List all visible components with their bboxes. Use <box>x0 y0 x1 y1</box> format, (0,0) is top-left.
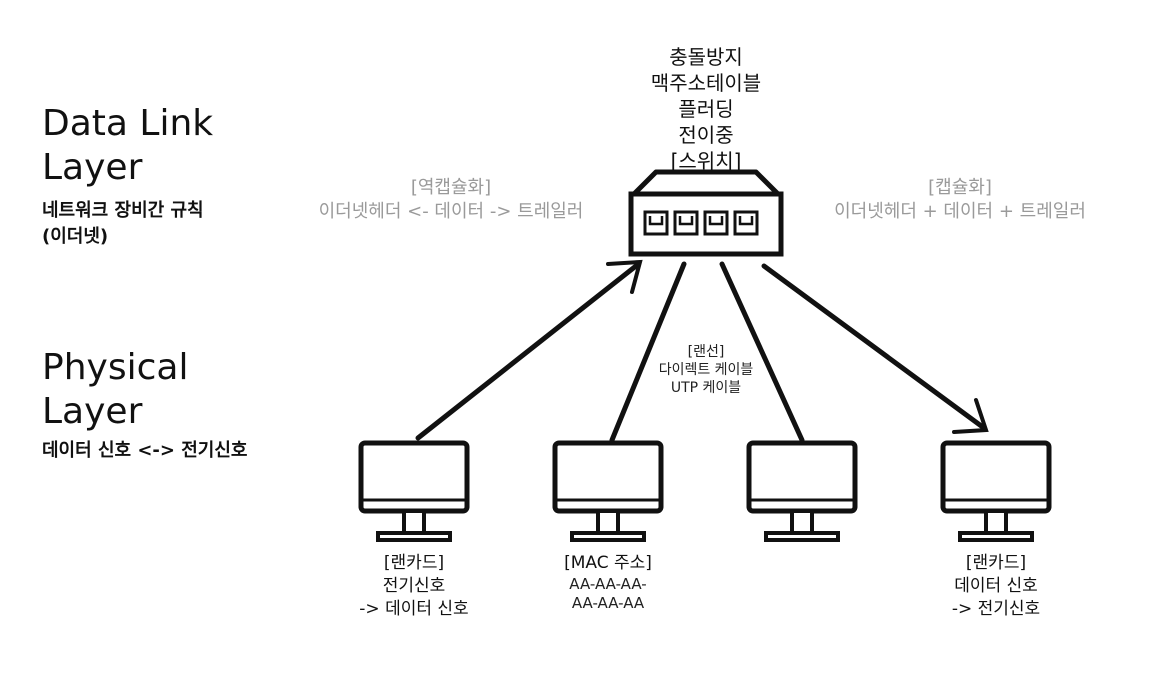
caption-line: 데이터 신호 <box>954 576 1038 596</box>
switch-feature: 전이중 <box>678 123 734 147</box>
caption-line: [랜카드] <box>965 553 1027 573</box>
physical-title: Physical Layer <box>42 346 188 434</box>
encapsulation-title: [캡슐화] <box>928 177 992 198</box>
computer-icon-4 <box>940 440 1052 542</box>
cable-line-2 <box>609 261 687 443</box>
computer-caption-4: [랜카드] 데이터 신호 -> 전기신호 <box>916 552 1076 621</box>
physical-title-line2: Layer <box>42 391 143 432</box>
computer-icon-3 <box>746 440 858 542</box>
switch-feature: 플러딩 <box>678 97 734 121</box>
cable-note: [랜선] 다이렉트 케이블 UTP 케이블 <box>636 343 776 397</box>
computer-caption-1: [랜카드] 전기신호 -> 데이터 신호 <box>334 552 494 621</box>
switch-feature: 충돌방지 <box>669 45 743 69</box>
switch-labels: 충돌방지 맥주소테이블 플러딩 전이중 [스위치] <box>606 44 806 174</box>
cable-line-1 <box>415 263 639 441</box>
mac-address-line: AA-AA-AA- <box>569 575 647 593</box>
switch-label: [스위치] <box>670 149 742 173</box>
decapsulation-text: 이더넷헤더 <- 데이터 -> 트레일러 <box>318 201 584 222</box>
cable-title: [랜선] <box>687 344 725 360</box>
computer-icon-1 <box>358 440 470 542</box>
caption-line: -> 데이터 신호 <box>359 599 469 619</box>
data-link-title-line1: Data Link <box>42 103 214 144</box>
data-link-description: 네트워크 장비간 규칙 (이더넷) <box>42 198 204 250</box>
computer-icon-2 <box>552 440 664 542</box>
decapsulation-title: [역캡슐화] <box>410 177 492 198</box>
arrow-head-up <box>606 259 643 294</box>
decapsulation-note: [역캡슐화] 이더넷헤더 <- 데이터 -> 트레일러 <box>296 176 606 224</box>
data-link-desc-line2: (이더넷) <box>42 226 109 247</box>
switch-icon <box>628 169 784 257</box>
arrow-head-down <box>952 398 989 434</box>
computer-caption-2: [MAC 주소] AA-AA-AA- AA-AA-AA <box>528 552 688 613</box>
caption-line: [MAC 주소] <box>564 553 652 573</box>
switch-feature: 맥주소테이블 <box>650 71 762 95</box>
data-link-title-line2: Layer <box>42 147 143 188</box>
cable-line-4 <box>761 263 987 431</box>
data-link-desc-line1: 네트워크 장비간 규칙 <box>42 200 204 221</box>
cable-line1: 다이렉트 케이블 <box>658 362 754 378</box>
encapsulation-text: 이더넷헤더 + 데이터 + 트레일러 <box>834 201 1086 222</box>
physical-description: 데이터 신호 <-> 전기신호 <box>42 440 248 461</box>
cable-line2: UTP 케이블 <box>670 380 742 396</box>
caption-line: -> 전기신호 <box>951 599 1041 619</box>
caption-line: [랜카드] <box>383 553 445 573</box>
physical-title-line1: Physical <box>42 347 189 388</box>
cable-line-3 <box>719 261 805 443</box>
encapsulation-note: [캡슐화] 이더넷헤더 + 데이터 + 트레일러 <box>812 176 1108 224</box>
mac-address-line: AA-AA-AA <box>571 594 645 612</box>
data-link-title: Data Link Layer <box>42 102 213 190</box>
caption-line: 전기신호 <box>382 576 446 596</box>
